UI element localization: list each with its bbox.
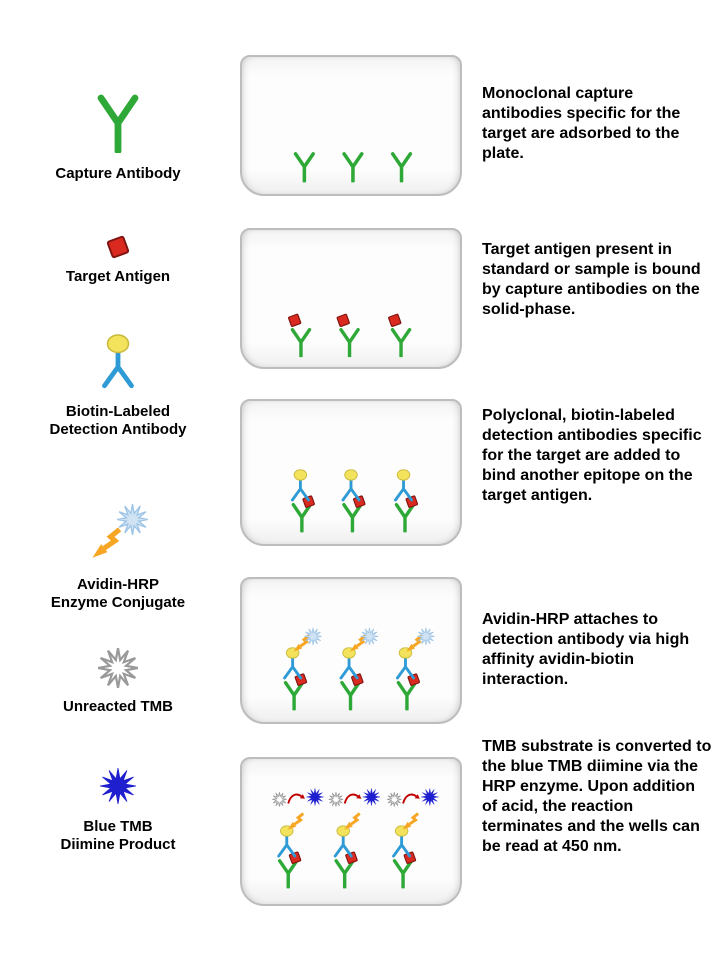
legend-item-avidin-hrp: Avidin-HRP Enzyme Conjugate [28, 504, 208, 612]
legend-item-capture-antibody: Capture Antibody [28, 93, 208, 183]
legend-item-detection-antibody: Biotin-Labeled Detection Antibody [28, 334, 208, 439]
legend-label-blue-tmb: Blue TMB Diimine Product [60, 818, 176, 853]
legend-label-target-antigen: Target Antigen [65, 268, 171, 285]
legend-label-avidin-hrp: Avidin-HRP Enzyme Conjugate [50, 576, 186, 611]
assay-well-step-3 [240, 399, 462, 546]
legend-item-blue-tmb: Blue TMB Diimine Product [28, 768, 208, 854]
step-description-2: Target antigen present in standard or sa… [482, 241, 701, 318]
capture-antibody-icon [94, 93, 142, 153]
well-contents-step-3 [242, 401, 460, 544]
tmb-reaction-complex-glyph [329, 788, 381, 887]
legend-label-unreacted-tmb: Unreacted TMB [62, 698, 174, 715]
detection-antibody-icon [97, 334, 139, 391]
avidin-hrp-icon [87, 504, 148, 562]
tmb-reaction-complex-glyph [387, 788, 439, 887]
unreacted-tmb-icon [98, 648, 138, 688]
well-contents-step-1 [293, 152, 413, 183]
antigen-capture-complex-glyph [337, 314, 358, 356]
tmb-reaction-complex-glyph [272, 788, 324, 887]
target-antigen-icon [106, 235, 130, 259]
avidin-hrp-complex-glyph [341, 628, 378, 710]
step-description-1: Monoclonal capture antibodies specific f… [482, 85, 681, 162]
well-contents-step-2 [242, 230, 460, 367]
step-description-5: TMB substrate is converted to the blue T… [482, 738, 712, 855]
capture-antibody-glyph [390, 152, 413, 183]
well-contents-step-5 [242, 759, 460, 904]
legend-label-capture-antibody: Capture Antibody [55, 165, 181, 182]
sandwich-complex-glyph [292, 470, 314, 532]
step-description-3: Polyclonal, biotin-labeled detection ant… [482, 407, 702, 504]
assay-well-step-5 [240, 757, 462, 906]
legend-label-detection-antibody: Biotin-Labeled Detection Antibody [49, 403, 187, 438]
legend-item-target-antigen: Target Antigen [28, 234, 208, 286]
assay-well-step-4 [240, 577, 462, 724]
blue-tmb-icon [100, 768, 136, 804]
avidin-hrp-complex-glyph [397, 628, 434, 710]
well-contents-step-4 [242, 579, 460, 722]
legend-item-unreacted-tmb: Unreacted TMB [28, 648, 208, 716]
antigen-capture-complex-glyph [388, 314, 409, 356]
sandwich-complex-glyph [395, 470, 417, 532]
assay-well-step-1 [240, 55, 462, 196]
capture-antibody-glyph [342, 152, 364, 183]
step-description-4: Avidin-HRP attaches to detection antibod… [482, 611, 690, 688]
assay-well-step-2 [240, 228, 462, 369]
capture-antibody-glyph [293, 152, 315, 183]
sandwich-complex-glyph [343, 470, 365, 532]
antigen-capture-complex-glyph [288, 314, 309, 356]
avidin-hrp-complex-glyph [285, 628, 322, 710]
